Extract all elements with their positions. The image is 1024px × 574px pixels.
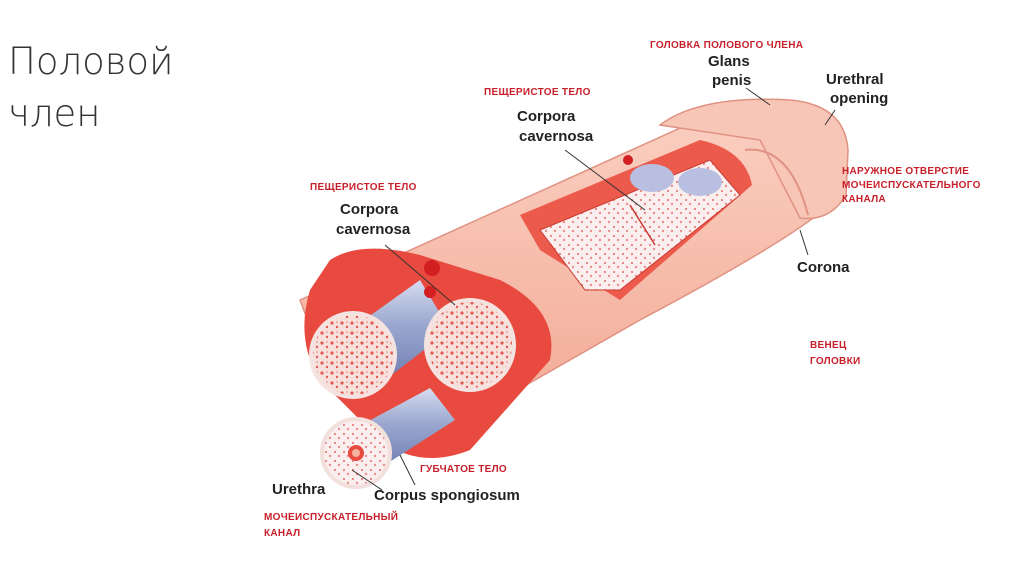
slide-title-line-2: член — [8, 92, 101, 135]
label-spongiosum-en: Corpus spongiosum — [374, 487, 520, 504]
label-urethral-opening-en-2: opening — [830, 90, 888, 107]
label-urethral-opening-en-1: Urethral — [826, 71, 884, 88]
label-urethra-ru-2: КАНАЛ — [264, 528, 300, 539]
label-cavernosa-left-ru: ПЕЩЕРИСТОЕ ТЕЛО — [310, 182, 417, 193]
label-cavernosa-top-ru: ПЕЩЕРИСТОЕ ТЕЛО — [484, 87, 591, 98]
label-urethra-ru-1: МОЧЕИСПУСКАТЕЛЬНЫЙ — [264, 510, 398, 523]
label-cavernosa-top-en-2: cavernosa — [519, 128, 594, 145]
labels: ГОЛОВКА ПОЛОВОГО ЧЛЕНА Glans penis Ureth… — [264, 40, 981, 539]
label-spongiosum-ru: ГУБЧАТОЕ ТЕЛО — [420, 464, 507, 475]
label-glans-en-2: penis — [712, 72, 751, 89]
slide-title: Половой член — [8, 36, 173, 140]
cavernosa-upper-sections — [630, 164, 722, 196]
spongiosum-tube — [320, 388, 455, 489]
label-corona-ru-1: ВЕНЕЦ — [810, 340, 847, 351]
dorsal-vessels — [424, 155, 633, 298]
label-urethral-opening-ru-1: НАРУЖНОЕ ОТВЕРСТИЕ — [842, 166, 969, 177]
label-urethral-opening-ru-2: МОЧЕИСПУСКАТЕЛЬНОГО — [842, 180, 981, 191]
label-cavernosa-left-en-2: cavernosa — [336, 221, 411, 238]
leader-lines — [351, 87, 836, 491]
right-cavernosum — [424, 298, 516, 392]
label-cavernosa-top-en-1: Corpora — [517, 108, 576, 125]
left-cavernosum-tube — [309, 280, 450, 399]
label-corona-ru-2: ГОЛОВКИ — [810, 356, 860, 367]
label-glans-en-1: Glans — [708, 53, 750, 70]
label-corona-en: Corona — [797, 259, 850, 276]
label-cavernosa-left-en-1: Corpora — [340, 201, 399, 218]
label-urethra-en: Urethra — [272, 481, 326, 498]
label-glans-ru: ГОЛОВКА ПОЛОВОГО ЧЛЕНА — [650, 40, 803, 51]
glans — [658, 98, 849, 220]
slide-title-line-1: Половой — [8, 40, 174, 83]
label-urethral-opening-ru-3: КАНАЛА — [842, 194, 886, 205]
corona-ridge — [744, 148, 809, 216]
